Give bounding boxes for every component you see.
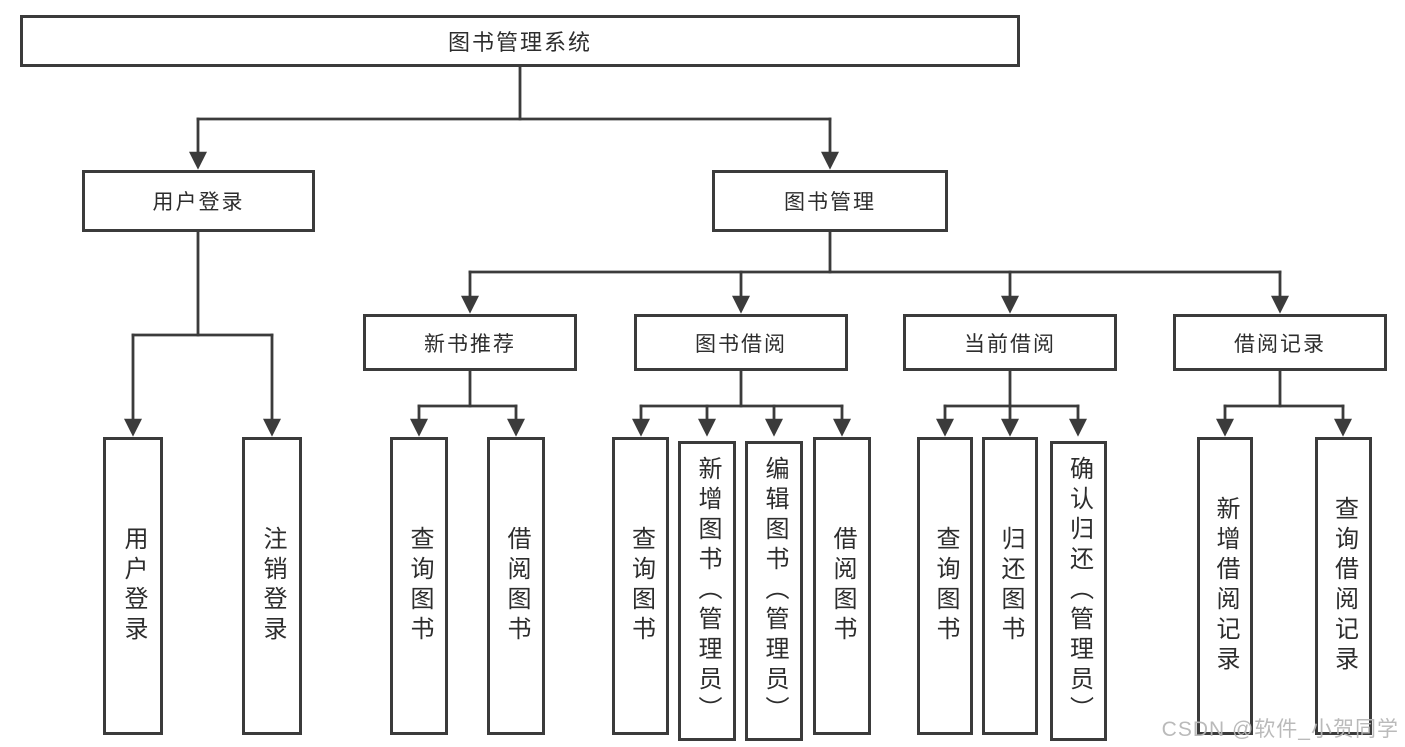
node-leaf-query-books-current: 查询图书 (917, 437, 973, 735)
node-label: 查询图书 (932, 526, 959, 646)
node-leaf-user-login: 用户登录 (103, 437, 163, 735)
node-leaf-query-borrow-record: 查询借阅记录 (1315, 437, 1372, 735)
node-leaf-query-books-borrow: 查询图书 (612, 437, 669, 735)
node-label: 图书借阅 (695, 332, 787, 356)
node-label: 当前借阅 (964, 332, 1056, 356)
node-leaf-return-books: 归还图书 (982, 437, 1038, 735)
node-label: 查询借阅记录 (1330, 496, 1358, 676)
node-label: 编辑图书（管理员） (761, 456, 788, 726)
csdn-watermark: CSDN @软件_小贺同学 (1161, 718, 1399, 741)
node-leaf-edit-book-admin: 编辑图书（管理员） (745, 441, 803, 741)
node-user-login: 用户登录 (82, 170, 315, 232)
node-label: 用户登录 (120, 526, 147, 646)
node-leaf-add-borrow-record: 新增借阅记录 (1197, 437, 1253, 735)
node-new-book-recommend: 新书推荐 (363, 314, 577, 371)
node-leaf-logout: 注销登录 (242, 437, 302, 735)
node-leaf-add-book-admin: 新增图书（管理员） (678, 441, 736, 741)
node-leaf-borrow-books: 借阅图书 (813, 437, 871, 735)
node-label: 用户登录 (152, 191, 245, 214)
node-book-borrow: 图书借阅 (634, 314, 848, 371)
node-leaf-query-books-recommend: 查询图书 (390, 437, 448, 735)
node-current-borrow: 当前借阅 (903, 314, 1117, 371)
node-label: 注销登录 (259, 526, 286, 646)
node-label: 新增借阅记录 (1212, 496, 1239, 676)
node-label: 新书推荐 (424, 332, 516, 356)
node-leaf-borrow-books-recommend: 借阅图书 (487, 437, 545, 735)
node-label: 借阅记录 (1234, 332, 1326, 356)
node-label: 确认归还（管理员） (1065, 456, 1093, 726)
node-book-management: 图书管理 (712, 170, 948, 232)
node-label: 查询图书 (627, 526, 655, 646)
node-root: 图书管理系统 (20, 15, 1020, 67)
node-label: 图书管理 (784, 191, 876, 214)
node-leaf-confirm-return-admin: 确认归还（管理员） (1050, 441, 1107, 741)
node-label: 新增图书（管理员） (694, 456, 721, 726)
node-label: 借阅图书 (503, 526, 530, 646)
node-label: 图书管理系统 (447, 30, 592, 55)
node-borrow-records: 借阅记录 (1173, 314, 1387, 371)
node-label: 归还图书 (997, 526, 1024, 646)
node-label: 借阅图书 (829, 526, 856, 646)
node-label: 查询图书 (406, 526, 433, 646)
